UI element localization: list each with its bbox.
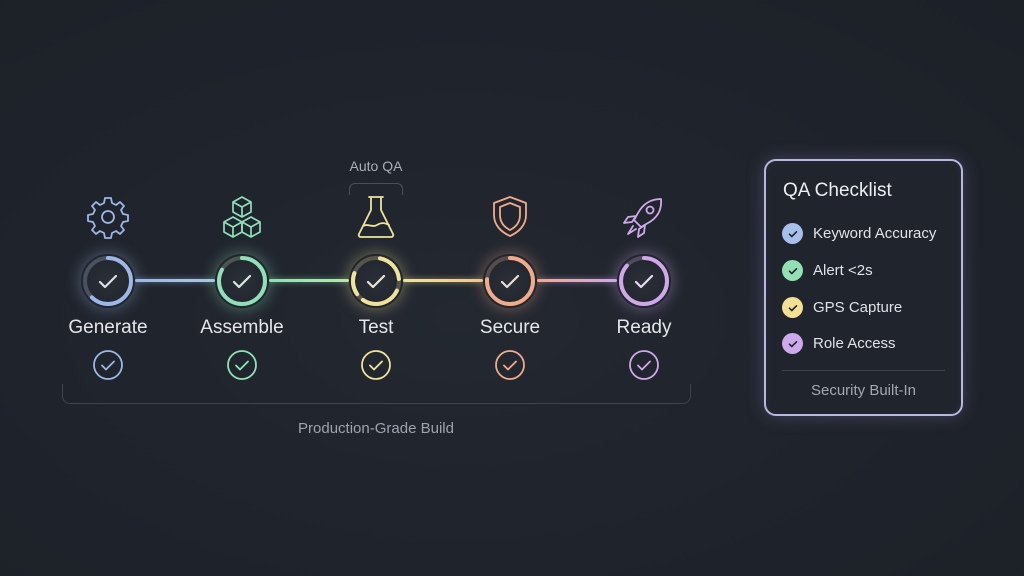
- connector-test-secure: [403, 279, 483, 282]
- connector-assemble-test: [269, 279, 349, 282]
- step-label: Generate: [68, 317, 148, 338]
- check-icon: [782, 297, 803, 318]
- check-icon: [782, 333, 803, 354]
- rocket-icon: [621, 194, 667, 240]
- checklist-item-label: Alert <2s: [813, 262, 873, 279]
- step-label: Assemble: [200, 317, 284, 338]
- gear-icon: [85, 194, 131, 240]
- status-ring-ready: [617, 254, 671, 308]
- checklist-item-keyword-accuracy[interactable]: Keyword Accuracy: [782, 223, 936, 244]
- qa-checklist-card: QA Checklist Keyword Accuracy Alert <2s …: [764, 159, 963, 416]
- step-label: Secure: [479, 317, 541, 338]
- check-circle-icon: [360, 349, 392, 381]
- production-group-label: Production-Grade Build: [298, 420, 454, 437]
- step-label: Test: [358, 317, 394, 338]
- checklist-item-label: Keyword Accuracy: [813, 225, 937, 242]
- flask-icon: [353, 194, 399, 240]
- status-ring-assemble: [215, 254, 269, 308]
- checklist-title: QA Checklist: [783, 180, 892, 201]
- check-circle-icon: [92, 349, 124, 381]
- check-icon: [782, 223, 803, 244]
- check-circle-icon: [226, 349, 258, 381]
- step-label: Ready: [616, 317, 672, 338]
- checklist-item-role-access[interactable]: Role Access: [782, 333, 896, 354]
- checklist-footer: Security Built-In: [810, 382, 917, 399]
- checklist-item-label: GPS Capture: [813, 299, 903, 316]
- check-circle-icon: [494, 349, 526, 381]
- status-ring-secure: [483, 254, 537, 308]
- checklist-item-alert[interactable]: Alert <2s: [782, 260, 873, 281]
- production-group-bracket: [62, 384, 691, 404]
- status-ring-generate: [81, 254, 135, 308]
- checklist-divider: [782, 370, 945, 371]
- connector-secure-ready: [537, 279, 617, 282]
- checklist-item-gps-capture[interactable]: GPS Capture: [782, 297, 902, 318]
- cubes-icon: [219, 194, 265, 240]
- auto-qa-bracket: [349, 183, 403, 195]
- status-ring-test: [349, 254, 403, 308]
- connector-generate-assemble: [135, 279, 215, 282]
- shield-icon: [487, 194, 533, 240]
- checklist-item-label: Role Access: [813, 335, 896, 352]
- check-icon: [782, 260, 803, 281]
- auto-qa-label: Auto QA: [349, 158, 403, 174]
- check-circle-icon: [628, 349, 660, 381]
